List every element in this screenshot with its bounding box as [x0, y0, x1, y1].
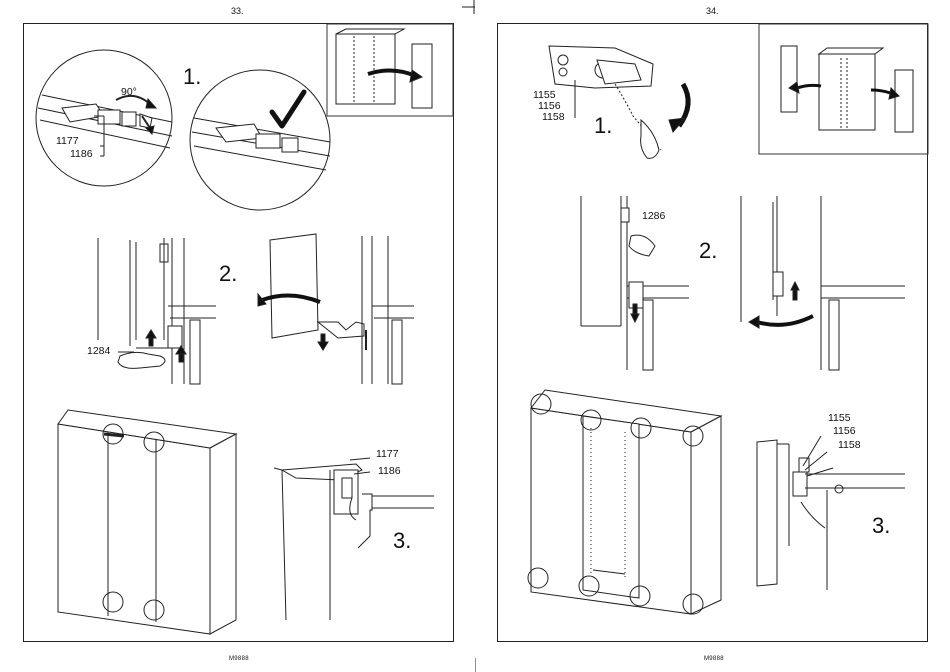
- left-step3-number: 3.: [393, 530, 411, 552]
- right-part-label-1156-b: 1156: [833, 426, 856, 437]
- right-part-label-1156: 1156: [538, 101, 561, 112]
- right-part-label-1286: 1286: [642, 211, 665, 222]
- left-part-label-1186-b: 1186: [378, 466, 401, 477]
- left-illustrations: [0, 0, 475, 672]
- left-part-label-1284: 1284: [87, 346, 110, 357]
- left-step1-number: 1.: [183, 66, 201, 88]
- right-part-label-1158: 1158: [542, 112, 565, 123]
- right-overview-inset: [759, 24, 928, 154]
- right-step3-number: 3.: [872, 515, 890, 537]
- right-part-label-1155: 1155: [533, 90, 556, 101]
- right-step1-detail: [549, 46, 688, 158]
- left-part-label-1177-b: 1177: [376, 449, 399, 460]
- left-part-label-1177: 1177: [56, 136, 79, 147]
- right-step1-number: 1.: [594, 115, 612, 137]
- right-step2-detail: [581, 196, 905, 370]
- left-step3-detail: [58, 410, 434, 634]
- right-part-label-1155-b: 1155: [828, 413, 851, 424]
- right-part-label-1158-b: 1158: [838, 440, 861, 451]
- left-part-label-1186: 1186: [70, 149, 93, 160]
- left-rotate-angle-label: 90°: [121, 87, 137, 98]
- left-step2-detail: [98, 234, 414, 384]
- left-overview-inset: [327, 24, 453, 116]
- right-step2-number: 2.: [699, 240, 717, 262]
- left-step2-number: 2.: [219, 263, 237, 285]
